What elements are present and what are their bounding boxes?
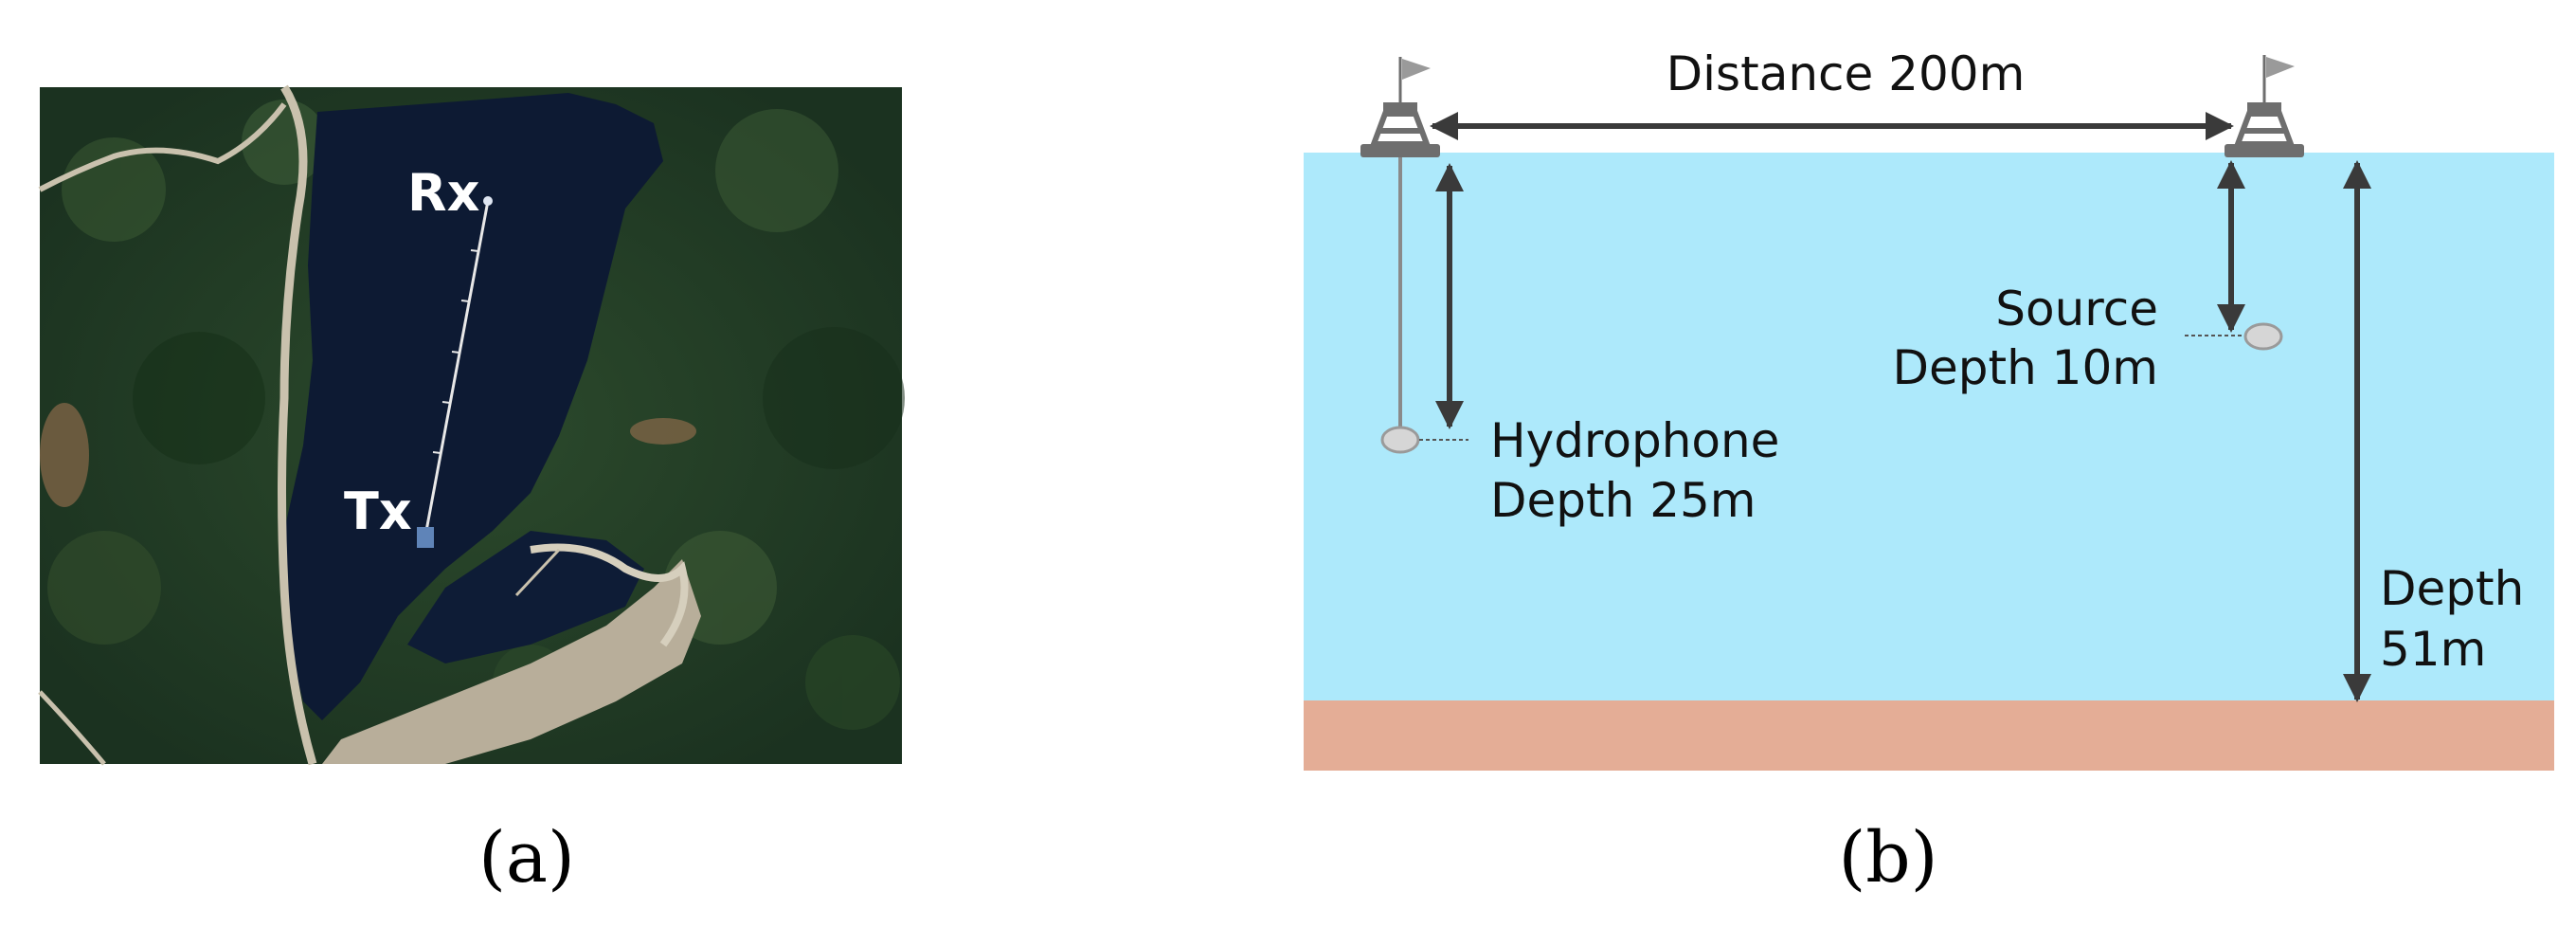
tx-label: Tx bbox=[344, 482, 412, 541]
mountain-road-west bbox=[38, 102, 287, 192]
hydrophone-label-line1: Hydrophone bbox=[1490, 413, 1779, 468]
clearing bbox=[40, 403, 89, 507]
caption-a: (a) bbox=[478, 817, 575, 899]
dam-structure bbox=[322, 559, 701, 764]
dam-road bbox=[530, 543, 689, 647]
reservoir-water-bay bbox=[407, 531, 644, 663]
total-depth-label-line2: 51m bbox=[2380, 622, 2486, 677]
caption-b: (b) bbox=[1838, 817, 1937, 899]
mountain-road bbox=[278, 84, 317, 766]
rx-label: Rx bbox=[407, 163, 480, 223]
distance-line-ticks bbox=[432, 249, 479, 454]
hydrophone-sensor bbox=[1380, 426, 1420, 454]
source-label-line1: Source bbox=[1995, 282, 2158, 336]
distance-label: Distance 200m bbox=[1666, 46, 2026, 101]
mountain-road-south bbox=[38, 690, 106, 766]
panel-b-schematic: Distance 200m Hydrophone Depth 25m Sourc… bbox=[1304, 46, 2554, 771]
intake-line bbox=[514, 548, 561, 597]
seabed bbox=[1304, 700, 2554, 771]
clearing bbox=[630, 418, 696, 445]
source-transducer bbox=[2243, 322, 2283, 351]
source-label-line2: Depth 10m bbox=[1892, 340, 2158, 395]
panel-a-satellite-map: Rx Tx bbox=[38, 84, 905, 766]
rx-marker bbox=[483, 196, 493, 206]
hydrophone-label-line2: Depth 25m bbox=[1490, 473, 1756, 528]
tx-marker bbox=[417, 527, 434, 548]
reservoir-water bbox=[284, 93, 663, 720]
right-buoy bbox=[2225, 55, 2304, 157]
rx-tx-distance-line bbox=[424, 200, 490, 532]
total-depth-label-line1: Depth bbox=[2380, 561, 2524, 616]
left-buoy bbox=[1360, 57, 1440, 157]
